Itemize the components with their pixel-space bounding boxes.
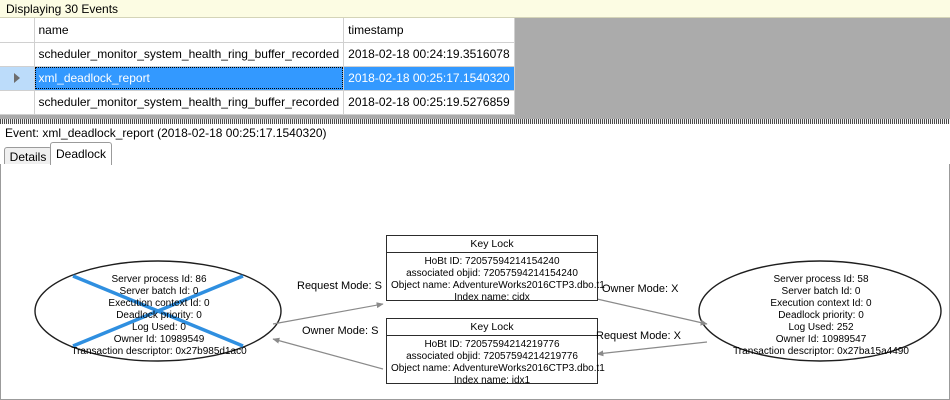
edge-right-request-label: Request Mode: X (596, 330, 681, 342)
tab-details-label: Details (9, 149, 47, 164)
keylock-bottom[interactable]: Key Lock HoBt ID: 72057594214219776 asso… (386, 318, 605, 386)
cell-timestamp[interactable]: 2018-02-18 00:25:19.5276859 (343, 90, 515, 115)
events-banner: Displaying 30 Events (0, 0, 950, 18)
cell-name[interactable]: xml_deadlock_report (34, 66, 345, 91)
process-right-label: Server process Id: 58 Server batch Id: 0… (701, 274, 941, 358)
keylock-top[interactable]: Key Lock HoBt ID: 72057594214154240 asso… (386, 235, 605, 303)
table-row-selected[interactable]: xml_deadlock_report 2018-02-18 00:25:17.… (0, 66, 515, 91)
process-left-line-2: Server batch Id: 0 (119, 286, 199, 297)
row-selector-cell[interactable] (0, 42, 35, 67)
deadlock-diagram-panel[interactable]: Server process Id: 86 Server batch Id: 0… (0, 164, 950, 400)
edge-right-request-line (596, 341, 708, 357)
keylock-top-line-3: Object name: AdventureWorks2016CTP3.dbo.… (391, 280, 605, 291)
event-title-text: Event: xml_deadlock_report (2018-02-18 0… (5, 126, 327, 140)
deadlock-graph-svg (34, 260, 942, 370)
edge-left-request-line (272, 302, 384, 325)
keylock-top-line-1: HoBt ID: 72057594214154240 (424, 256, 560, 267)
edge-right-owner-label: Owner Mode: X (602, 283, 679, 295)
column-header-timestamp[interactable]: timestamp (343, 18, 515, 43)
edge-left-owner-line (272, 337, 384, 370)
cell-timestamp[interactable]: 2018-02-18 00:25:17.1540320 (343, 66, 515, 91)
keylock-top-body: HoBt ID: 72057594214154240 associated ob… (387, 253, 605, 308)
cell-name[interactable]: scheduler_monitor_system_health_ring_buf… (34, 42, 345, 67)
process-right-line-5: Log Used: 252 (788, 322, 854, 333)
table-row[interactable]: scheduler_monitor_system_health_ring_buf… (0, 42, 515, 67)
keylock-bottom-line-4: Index name: idx1 (453, 375, 531, 386)
process-left-line-4: Deadlock priority: 0 (116, 310, 202, 321)
process-right-line-1: Server process Id: 58 (773, 274, 869, 285)
events-table: name timestamp scheduler_monitor_system_… (0, 18, 515, 115)
edge-left-owner-label: Owner Mode: S (302, 325, 379, 337)
process-right-line-6: Owner Id: 10989547 (775, 334, 867, 345)
table-header-row: name timestamp (0, 18, 515, 43)
process-left-line-7: Transaction descriptor: 0x27b985d1ac0 (71, 346, 247, 357)
keylock-top-line-4: Index name: cidx (454, 292, 530, 303)
keylock-bottom-line-3: Object name: AdventureWorks2016CTP3.dbo.… (391, 363, 605, 374)
victim-cross-icon (72, 274, 244, 348)
table-row[interactable]: scheduler_monitor_system_health_ring_buf… (0, 90, 515, 115)
keylock-bottom-line-1: HoBt ID: 72057594214219776 (424, 339, 560, 350)
cell-name[interactable]: scheduler_monitor_system_health_ring_buf… (34, 90, 345, 115)
keylock-bottom-body: HoBt ID: 72057594214219776 associated ob… (387, 336, 605, 391)
process-right-ellipse[interactable] (698, 260, 942, 362)
tab-details[interactable]: Details (4, 147, 52, 165)
process-left-line-1: Server process Id: 86 (111, 274, 207, 285)
edge-left-request-label: Request Mode: S (297, 280, 382, 292)
row-select-arrow-icon (13, 73, 20, 83)
keylock-bottom-title: Key Lock (387, 319, 597, 336)
keylock-top-title: Key Lock (387, 236, 597, 253)
edge-right-owner-line (596, 298, 708, 326)
horizontal-splitter[interactable] (0, 119, 950, 124)
event-title-bar: Event: xml_deadlock_report (2018-02-18 0… (0, 124, 950, 142)
keylock-bottom-line-2: associated objid: 72057594214219776 (406, 351, 578, 362)
row-selector-cell[interactable] (0, 90, 35, 115)
tab-deadlock-label: Deadlock (55, 147, 107, 161)
column-header-name[interactable]: name (34, 18, 345, 43)
process-right-line-2: Server batch Id: 0 (781, 286, 861, 297)
process-right-line-7: Transaction descriptor: 0x27ba15a4490 (733, 346, 909, 357)
deadlock-graph: Server process Id: 86 Server batch Id: 0… (1, 164, 949, 398)
column-header-selector[interactable] (0, 18, 35, 43)
row-selector-cell[interactable] (0, 66, 35, 91)
process-left-line-6: Owner Id: 10989549 (113, 334, 205, 345)
events-table-body: scheduler_monitor_system_health_ring_buf… (0, 42, 515, 115)
process-left-line-3: Execution context Id: 0 (108, 298, 210, 309)
events-grid[interactable]: name timestamp scheduler_monitor_system_… (0, 18, 950, 119)
process-right-line-4: Deadlock priority: 0 (778, 310, 864, 321)
process-right-line-3: Execution context Id: 0 (770, 298, 872, 309)
process-left-line-5: Log Used: 0 (132, 322, 186, 333)
tab-strip: Details Deadlock (0, 142, 950, 165)
keylock-top-line-2: associated objid: 72057594214154240 (406, 268, 578, 279)
events-banner-text: Displaying 30 Events (6, 1, 119, 16)
process-left-label: Server process Id: 86 Server batch Id: 0… (39, 274, 279, 358)
cell-timestamp[interactable]: 2018-02-18 00:24:19.3516078 (343, 42, 515, 67)
tab-deadlock[interactable]: Deadlock (50, 142, 112, 165)
